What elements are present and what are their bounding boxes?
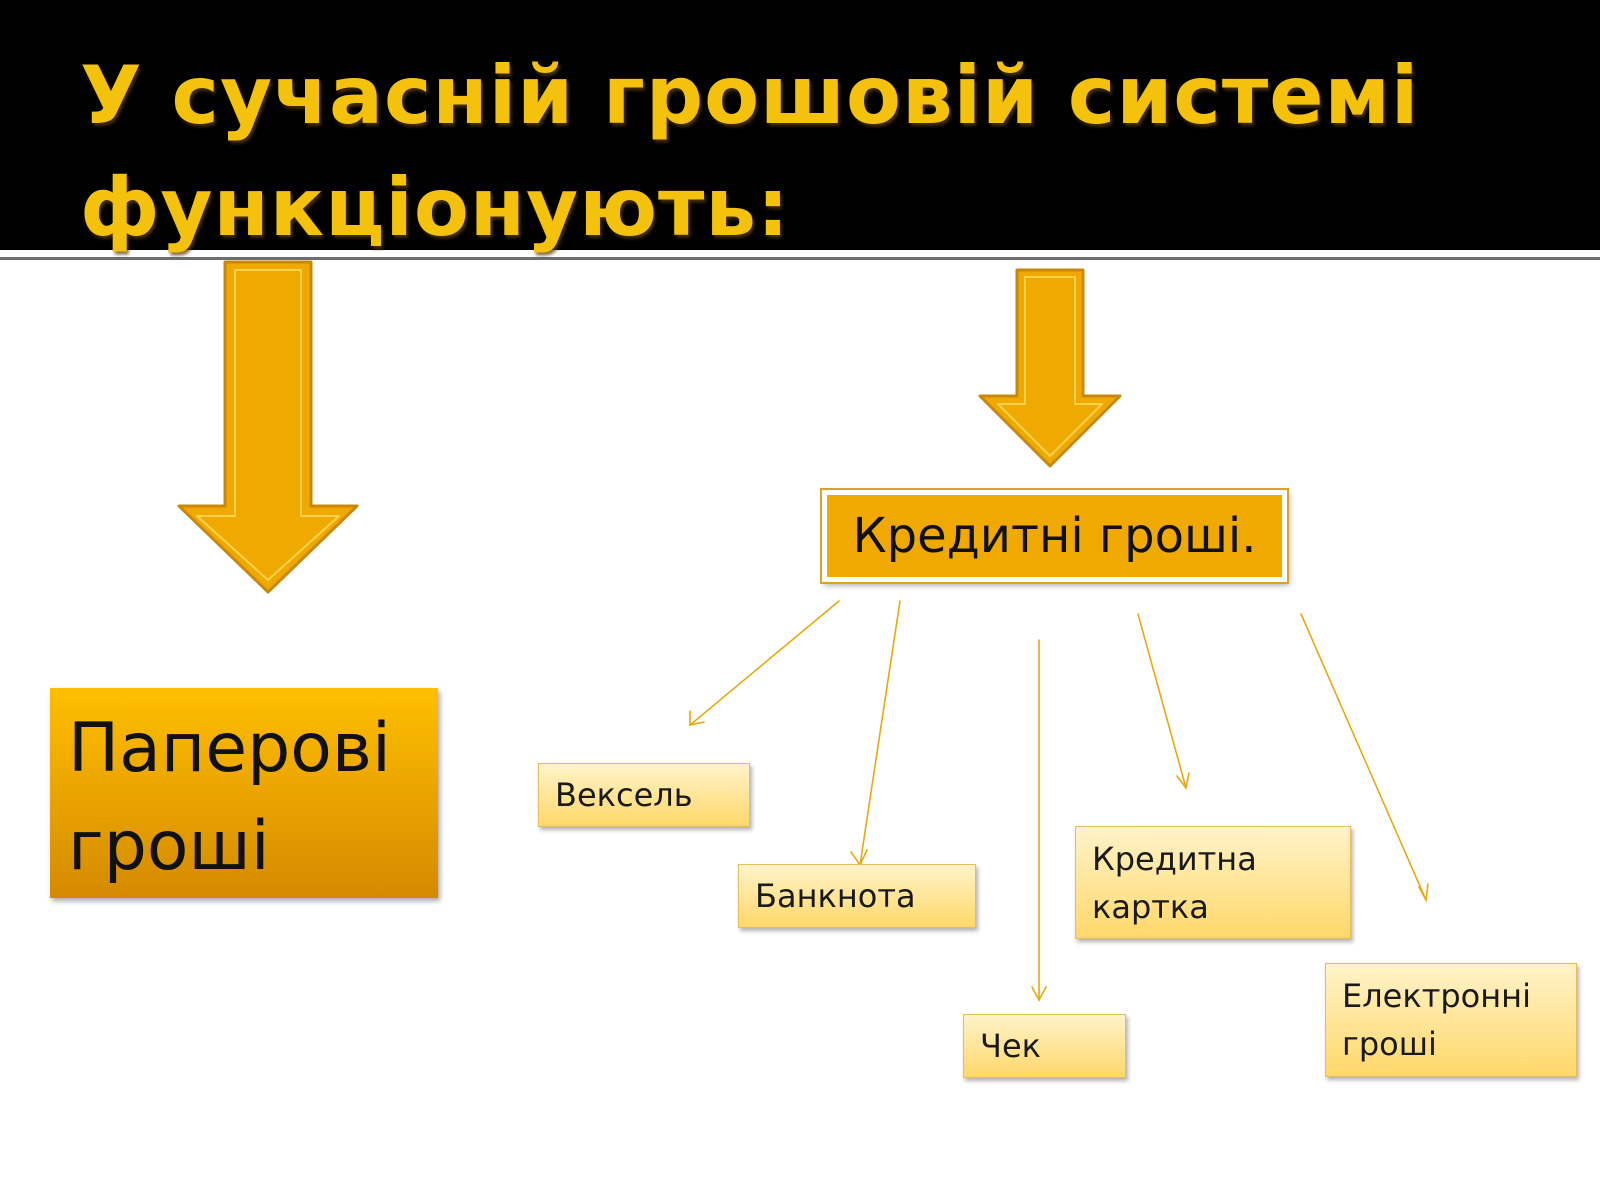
credit-type-label: Електронні гроші bbox=[1342, 977, 1531, 1063]
credit-type-label: Банкнота bbox=[755, 877, 916, 915]
credit-type-banknote: Банкнота bbox=[738, 864, 976, 928]
connector-arrowhead bbox=[1176, 772, 1190, 790]
slide-title: У сучасній грошовій системі функціонують… bbox=[80, 49, 1420, 254]
credit-type-bill-of-exchange: Вексель bbox=[538, 763, 750, 827]
connector-line bbox=[689, 600, 840, 726]
title-divider bbox=[0, 257, 1600, 260]
credit-type-cheque: Чек bbox=[963, 1014, 1126, 1078]
credit-money-label: Кредитні гроші. bbox=[852, 508, 1257, 564]
credit-type-label: Вексель bbox=[555, 776, 693, 814]
paper-money-label: Паперові гроші bbox=[68, 709, 391, 886]
credit-type-electronic-money: Електронні гроші bbox=[1325, 963, 1577, 1077]
arrow-down-left-icon bbox=[177, 260, 359, 594]
connector-line bbox=[1137, 613, 1187, 789]
credit-type-label: Кредитна картка bbox=[1092, 840, 1257, 926]
connector-line bbox=[1300, 613, 1427, 901]
connector-arrowhead bbox=[1418, 883, 1429, 903]
connector-arrowhead bbox=[689, 710, 705, 726]
connector-arrowhead bbox=[1031, 986, 1047, 1002]
paper-money-box: Паперові гроші bbox=[50, 688, 438, 898]
connector-arrowhead bbox=[850, 849, 868, 867]
credit-money-box: Кредитні гроші. bbox=[820, 488, 1289, 584]
credit-type-label: Чек bbox=[980, 1027, 1041, 1065]
arrow-down-right-icon bbox=[978, 268, 1122, 468]
title-bar bbox=[0, 0, 1600, 250]
credit-type-credit-card: Кредитна картка bbox=[1075, 826, 1351, 939]
connector-line bbox=[859, 600, 901, 866]
